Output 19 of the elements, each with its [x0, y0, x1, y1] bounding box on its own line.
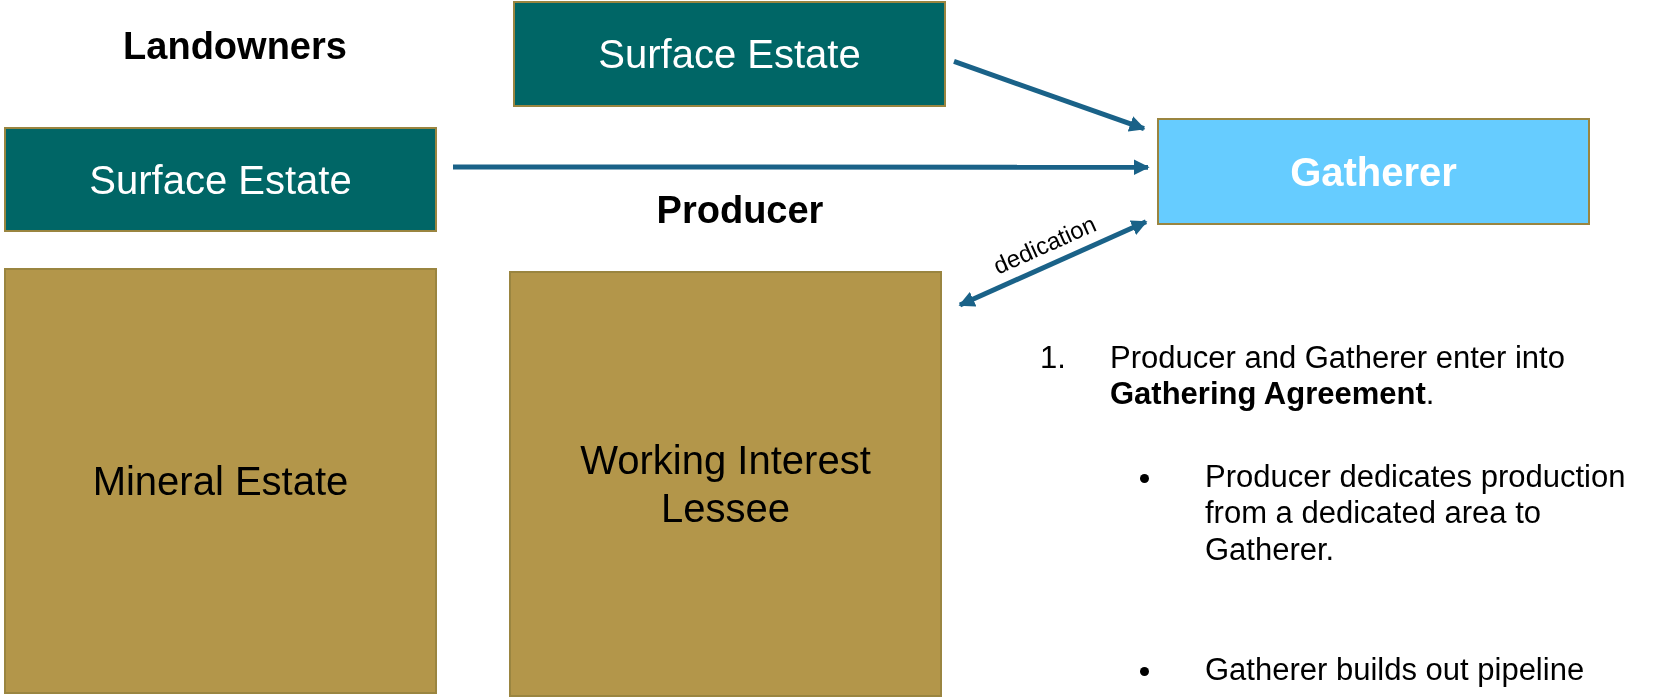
mineral-estate-box — [4, 268, 437, 694]
group-heading: Producer — [655, 188, 825, 233]
group-heading: Landowners — [122, 24, 348, 69]
node-label: Surface Estate — [89, 156, 352, 204]
list-text: Producer and Gatherer enter into Gathering Agreement. — [1110, 340, 1566, 413]
arrow — [958, 219, 1148, 308]
estate-box — [513, 1, 946, 107]
lessee-box — [509, 271, 942, 697]
node-label: Surface Estate — [598, 31, 861, 78]
node-label: Gatherer — [1290, 148, 1457, 196]
list-number: 1. — [1040, 340, 1067, 377]
estate-box — [4, 127, 437, 232]
node-label: Working Interest Lessee — [579, 437, 872, 532]
node-label: Mineral Estate — [92, 458, 349, 505]
list-text: Producer dedicates production from a dedicated area to Gatherer. — [1205, 459, 1627, 568]
list-text: Gatherer builds out pipeline — [1205, 652, 1586, 689]
gatherer-box — [1157, 118, 1590, 225]
arrow — [953, 59, 1146, 132]
arrow — [453, 159, 1150, 176]
